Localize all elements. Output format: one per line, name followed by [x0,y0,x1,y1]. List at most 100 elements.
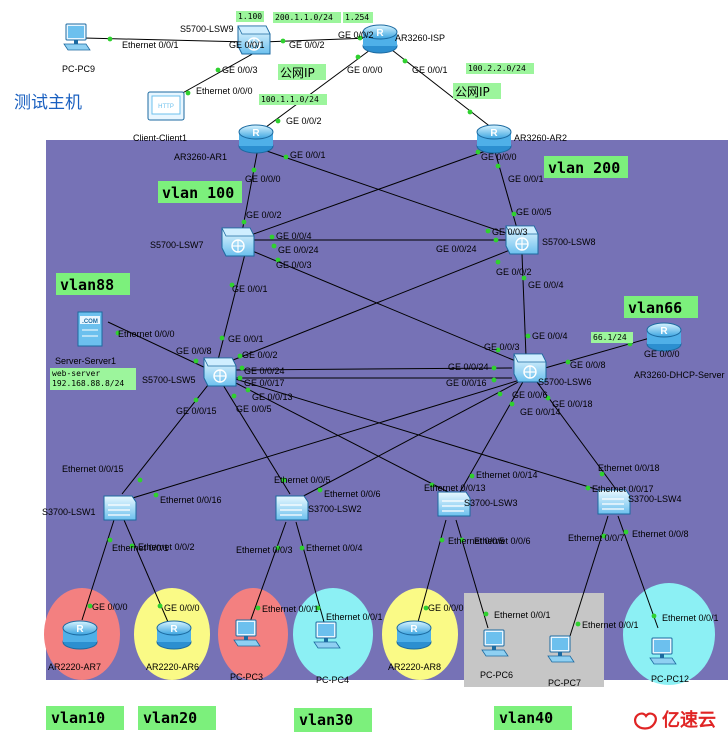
port-label: GE 0/0/18 [552,399,593,409]
pc6-device[interactable] [481,629,509,657]
port-label: GE 0/0/4 [276,231,312,241]
dhcp-label: AR3260-DHCP-Server [634,370,725,380]
ar8-router[interactable] [396,620,432,650]
link-layer [81,37,659,637]
port-label: Ethernet 0/0/6 [474,536,531,546]
pc3-label: PC-PC3 [230,672,263,682]
vlan-label-bg [158,181,242,203]
ip-tag-web-server: web-server [52,369,100,378]
zone-cyan-pc12 [623,583,715,685]
lsw6-label: S5700-LSW6 [538,377,592,387]
vlan-label-bg [294,708,372,732]
ar1-router[interactable] [238,124,274,154]
port-label: GE 0/0/1 [232,284,268,294]
port-label: GE 0/0/2 [286,116,322,126]
port-label: GE 0/0/3 [222,65,258,75]
vlan40-label: vlan40 [499,709,553,727]
pc4-label: PC-PC4 [316,675,349,685]
port-label: Ethernet 0/0/16 [160,495,222,505]
lsw5-label: S5700-LSW5 [142,375,196,385]
public-ip-label-left: 公网IP [280,66,315,80]
port-label: GE 0/0/0 [481,152,517,162]
port-label: Ethernet 0/0/7 [568,533,625,543]
port-label: Ethernet 0/0/18 [598,463,660,473]
dhcp-router[interactable] [646,322,682,352]
server1-device[interactable]: .COM [77,311,103,347]
port-label: Ethernet 0/0/1 [122,40,179,50]
lsw5-switch[interactable] [203,357,237,387]
ip-tag-isp-ar1: 100.1.1.0/24 [261,95,319,104]
lsw2-switch[interactable] [275,495,309,521]
brand-text: 亿速云 [662,709,716,731]
pc7-label: PC-PC7 [548,678,581,688]
port-label: GE 0/0/2 [338,30,374,40]
brand-logo: 亿速云 [634,709,716,731]
port-label-layer: Ethernet 0/0/1 GE 0/0/1 GE 0/0/2 GE 0/0/… [62,30,719,630]
port-label: Ethernet 0/0/8 [632,529,689,539]
vlan100-label: vlan 100 [162,184,234,202]
client1-device[interactable]: HTTP [147,91,185,121]
ip-tag-dhcp: 66.1/24 [593,333,627,342]
port-label: GE 0/0/1 [412,65,448,75]
port-label: GE 0/0/14 [520,407,561,417]
test-host-title: 测试主机 [14,93,82,113]
pc4-device[interactable] [313,621,341,649]
port-label: GE 0/0/1 [228,334,264,344]
port-label: Ethernet 0/0/15 [62,464,124,474]
pc6-label: PC-PC6 [480,670,513,680]
vlan-label-bg [46,706,124,730]
port-label: GE 0/0/5 [516,207,552,217]
lsw1-label: S3700-LSW1 [42,507,96,517]
port-label: GE 0/0/8 [570,360,606,370]
port-label: Ethernet 0/0/0 [118,329,175,339]
ar7-router[interactable] [62,620,98,650]
lsw7-label: S5700-LSW7 [150,240,204,250]
port-label: GE 0/0/15 [176,406,217,416]
ar2-router[interactable] [476,124,512,154]
vlan20-label: vlan20 [143,709,197,727]
port-label: GE 0/0/24 [448,362,489,372]
port-label: GE 0/0/1 [508,174,544,184]
port-label: GE 0/0/8 [176,346,212,356]
port-label: GE 0/0/24 [278,245,319,255]
pc3-device[interactable] [233,619,261,647]
ip-tag-bg [273,12,341,23]
pc7-device[interactable] [547,635,575,663]
port-label: GE 0/0/13 [252,392,293,402]
public-ip-bg [453,83,501,99]
lsw1-switch[interactable] [103,495,137,521]
ip-tag-bg [50,368,136,390]
vlan-label-bg [494,706,572,730]
port-label: GE 0/0/17 [244,378,285,388]
lsw3-label: S3700-LSW3 [464,498,518,508]
port-label: GE 0/0/0 [347,65,383,75]
pc12-label: PC-PC12 [651,674,689,684]
pc12-device[interactable] [649,637,677,665]
vlan10-label: vlan10 [51,709,105,727]
ar7-label: AR2220-AR7 [48,662,101,672]
vlan-label-bg [56,273,130,295]
port-label: GE 0/0/2 [246,210,282,220]
lsw7-switch[interactable] [221,227,255,257]
port-label: GE 0/0/2 [496,267,532,277]
ar1-label: AR3260-AR1 [174,152,227,162]
port-label: GE 0/0/24 [244,366,285,376]
ar6-router[interactable] [156,620,192,650]
ip-tag-web-ip: 192.168.88.8/24 [52,379,124,388]
ip-tag-lsw9: 1.100 [238,12,262,21]
pc9-label: PC-PC9 [62,64,95,74]
port-label: Ethernet 0/0/4 [306,543,363,553]
pc9-device[interactable] [63,23,91,51]
port-label: GE 0/0/4 [532,331,568,341]
ip-tag-bg [466,63,534,74]
ip-tag-isp-right: 1.254 [345,13,369,22]
port-label: GE 0/0/0 [245,174,281,184]
svg-text:.COM: .COM [82,319,98,325]
port-label: GE 0/0/0 [164,603,200,613]
client1-label: Client-Client1 [133,133,187,143]
port-label: Ethernet 0/0/1 [582,620,639,630]
svg-text:HTTP: HTTP [158,104,174,110]
port-label: Ethernet 0/0/17 [592,484,654,494]
ip-tag-bg [343,12,373,23]
vlan-label-bg [138,706,216,730]
